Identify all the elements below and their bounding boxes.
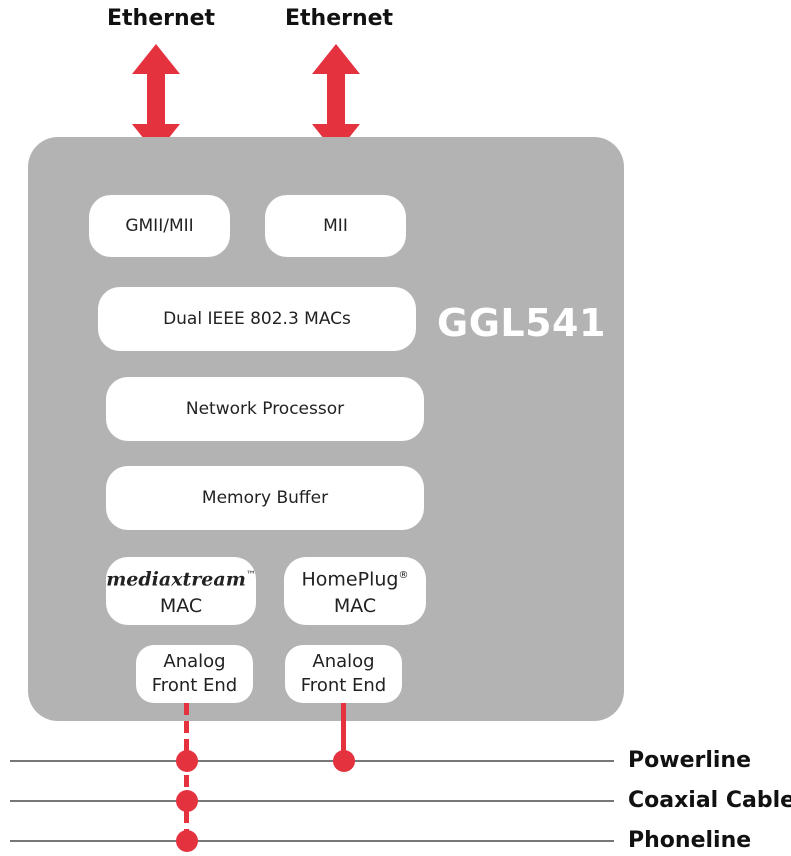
phoneline-label: Phoneline bbox=[628, 828, 752, 853]
mediaxtream-brand: mediaxtream™ bbox=[106, 568, 256, 591]
powerline-node-right bbox=[333, 750, 355, 772]
mii-block: MII bbox=[265, 195, 406, 257]
homeplug-mac-block: HomePlug® MAC bbox=[284, 557, 426, 625]
phoneline-line bbox=[10, 840, 614, 842]
powerline-line bbox=[10, 760, 614, 762]
memory-buffer-block: Memory Buffer bbox=[106, 466, 424, 530]
ethernet-arrow-right bbox=[312, 44, 360, 154]
afe-right-block: Analog Front End bbox=[285, 645, 402, 703]
afe-right-line1: Analog bbox=[312, 651, 375, 672]
afe-left-block: Analog Front End bbox=[136, 645, 253, 703]
dual-mac-label: Dual IEEE 802.3 MACs bbox=[163, 309, 351, 329]
mediaxtream-mac-block: mediaxtream™ MAC bbox=[106, 557, 256, 625]
mii-label: MII bbox=[323, 216, 348, 236]
ethernet-label-left: Ethernet bbox=[107, 6, 216, 31]
chip-name: GGL541 bbox=[437, 301, 606, 345]
gmii-mii-block: GMII/MII bbox=[89, 195, 230, 257]
afe-left-connector bbox=[184, 703, 189, 845]
phoneline-node bbox=[176, 830, 198, 852]
memory-buffer-label: Memory Buffer bbox=[201, 488, 329, 508]
homeplug-brand: HomePlug® bbox=[301, 568, 409, 591]
afe-left-line1: Analog bbox=[163, 651, 226, 672]
homeplug-mac-label: MAC bbox=[333, 594, 377, 617]
ethernet-arrow-left bbox=[132, 44, 180, 154]
powerline-node-left bbox=[176, 750, 198, 772]
coax-node bbox=[176, 790, 198, 812]
afe-right-line2: Front End bbox=[300, 675, 387, 696]
gmii-mii-label: GMII/MII bbox=[125, 216, 194, 236]
network-processor-label: Network Processor bbox=[185, 399, 345, 419]
coax-line bbox=[10, 800, 614, 802]
afe-left-line2: Front End bbox=[151, 675, 238, 696]
afe-right-connector bbox=[341, 703, 346, 761]
mediaxtream-mac-label: MAC bbox=[159, 594, 203, 617]
dual-mac-block: Dual IEEE 802.3 MACs bbox=[98, 287, 416, 351]
powerline-label: Powerline bbox=[628, 748, 751, 773]
network-processor-block: Network Processor bbox=[106, 377, 424, 441]
coax-label: Coaxial Cable bbox=[628, 788, 791, 813]
ethernet-label-right: Ethernet bbox=[285, 6, 394, 31]
